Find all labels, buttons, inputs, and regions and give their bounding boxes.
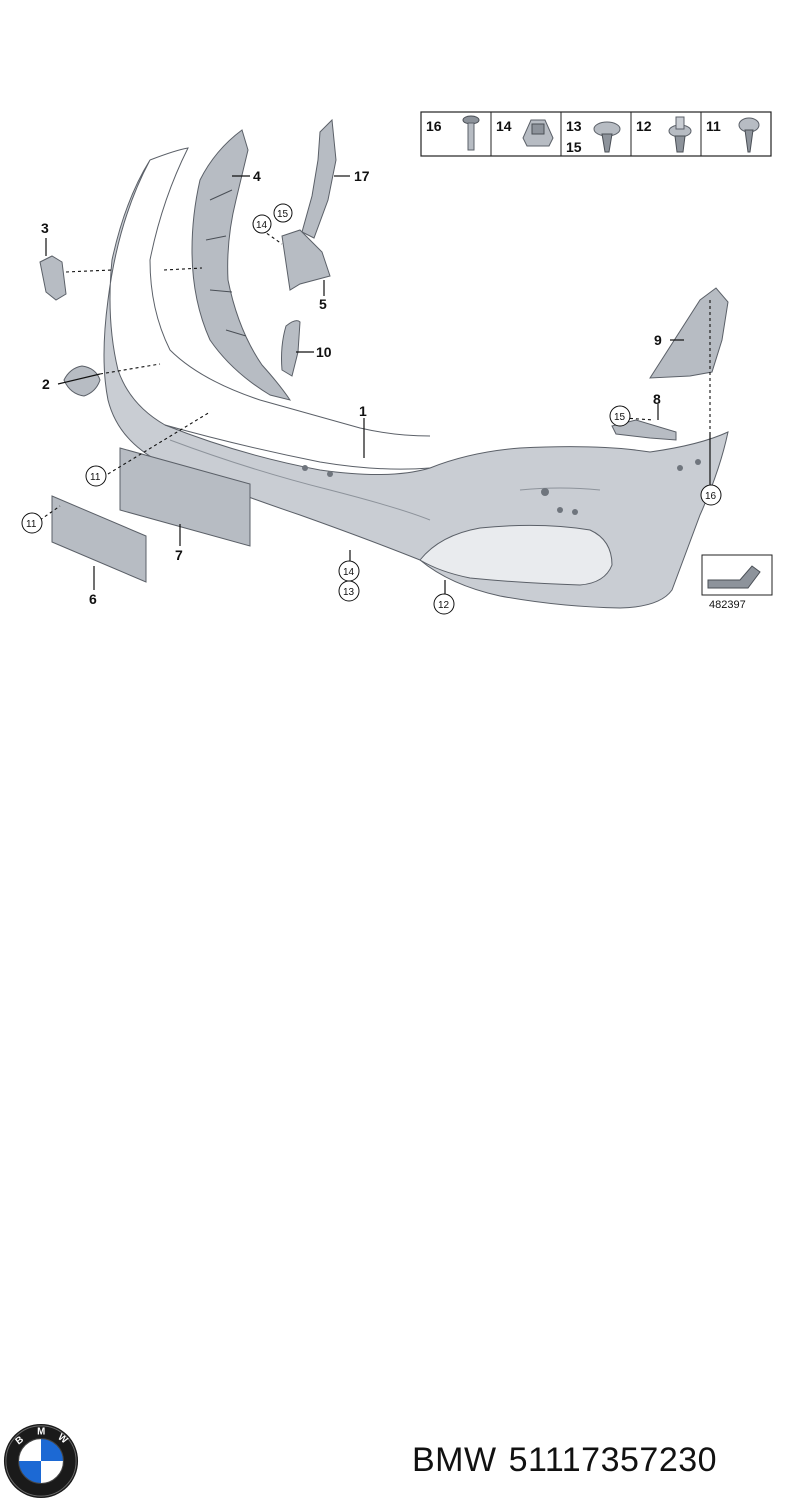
plate-bracket-7 — [119, 447, 251, 547]
hw-number-12: 12 — [636, 118, 652, 134]
hw-number-15: 15 — [566, 139, 582, 155]
bracket-17 — [301, 118, 337, 239]
inner-carrier — [191, 129, 292, 401]
footer-part-label: BMW 51117357230 — [412, 1441, 729, 1480]
part-number-text: 51117357230 — [508, 1441, 718, 1479]
screw-icon — [462, 115, 480, 151]
bmw-logo: B M W — [3, 1423, 79, 1499]
callout-10: 10 — [316, 344, 332, 360]
leader-lines — [39, 175, 711, 594]
callout-numbers: 1 2 3 4 5 6 7 8 9 10 17 — [41, 168, 662, 607]
callout-7: 7 — [175, 547, 183, 563]
circled-14-top: 14 — [256, 220, 268, 231]
bracket-10 — [281, 320, 301, 377]
callout-1: 1 — [359, 403, 367, 419]
hardware-table: 16 14 13 15 12 11 — [420, 111, 772, 157]
circled-11-lower: 11 — [26, 519, 37, 530]
svg-text:M: M — [37, 1427, 45, 1438]
cap-2 — [63, 365, 101, 397]
ref-number: 482397 — [709, 599, 746, 611]
circled-13-bottom: 13 — [343, 587, 355, 598]
hw-number-13: 13 — [566, 118, 582, 134]
callout-17: 17 — [354, 168, 370, 184]
callout-2: 2 — [42, 376, 50, 392]
reference-box: 482397 — [701, 554, 773, 611]
callout-4: 4 — [253, 168, 261, 184]
hw-number-14: 14 — [496, 118, 512, 134]
parts-diagram: 16 14 13 15 12 11 — [21, 111, 773, 615]
bumper-cover — [103, 147, 729, 609]
bracket-9 — [649, 287, 729, 379]
circled-callouts: 14 15 11 11 14 13 12 15 16 — [21, 203, 722, 615]
circled-12: 12 — [438, 600, 450, 611]
hw-number-11: 11 — [706, 118, 721, 134]
bracket-5 — [281, 229, 331, 291]
circled-15-top: 15 — [277, 209, 289, 220]
plate-holder-6 — [51, 495, 147, 583]
footer: B M W BMW 51117357230 — [0, 700, 800, 1499]
guide-8 — [611, 419, 677, 441]
callout-3: 3 — [41, 220, 49, 236]
callout-6: 6 — [89, 591, 97, 607]
circled-16: 16 — [705, 491, 717, 502]
tapping-screw-icon — [738, 117, 760, 153]
hw-number-16: 16 — [426, 118, 442, 134]
circled-15-right: 15 — [614, 412, 626, 423]
callout-5: 5 — [319, 296, 327, 312]
cover-3 — [39, 255, 67, 301]
callout-8: 8 — [653, 391, 661, 407]
expanding-rivet-icon — [593, 121, 621, 153]
plastic-rivet-icon — [668, 116, 692, 153]
brand-text: BMW — [412, 1441, 497, 1479]
circled-14-bottom: 14 — [343, 567, 355, 578]
callout-9: 9 — [654, 332, 662, 348]
clip-nut-icon — [522, 119, 554, 147]
circled-11-upper: 11 — [90, 472, 101, 483]
